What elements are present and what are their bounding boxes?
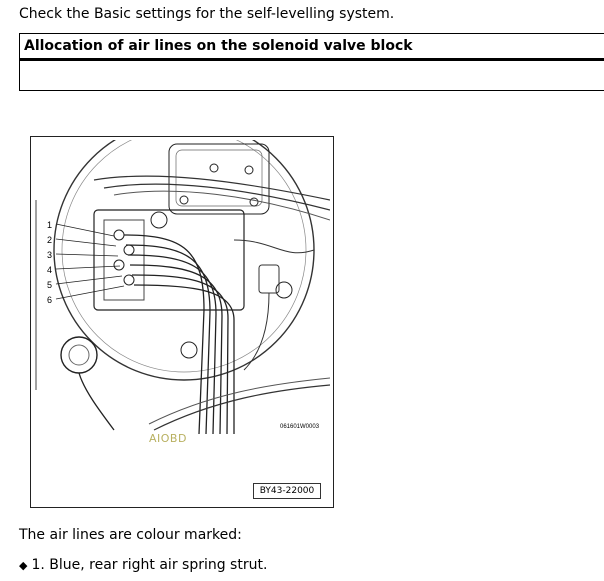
callout-label: 2: [47, 235, 52, 245]
solenoid-valve-block-figure: 1 2 3 4 5 6 061601W0003 AIOBD BY43-22000: [30, 136, 334, 508]
solenoid-valve-illustration: 1 2 3 4 5 6 061601W0003: [35, 140, 330, 434]
list-item-text: 1. Blue, rear right air spring strut.: [31, 557, 268, 573]
list-item: ◆1. Blue, rear right air spring strut.: [19, 556, 267, 575]
watermark-text: AIOBD: [149, 432, 187, 445]
callout-label: 3: [47, 250, 52, 260]
intro-text: Check the Basic settings for the self-le…: [19, 6, 395, 22]
callout-label: 5: [47, 280, 52, 290]
section-table-body: [20, 61, 604, 90]
figure-code-label: BY43-22000: [253, 483, 321, 499]
photo-code: 061601W0003: [280, 424, 320, 430]
colour-marking-paragraph: The air lines are colour marked:: [19, 527, 242, 543]
callout-label: 1: [47, 220, 52, 230]
callout-label: 6: [47, 295, 52, 305]
section-table: Allocation of air lines on the solenoid …: [19, 33, 604, 91]
callout-label: 4: [47, 265, 52, 275]
section-title: Allocation of air lines on the solenoid …: [20, 34, 604, 61]
diamond-bullet-icon: ◆: [19, 559, 28, 572]
